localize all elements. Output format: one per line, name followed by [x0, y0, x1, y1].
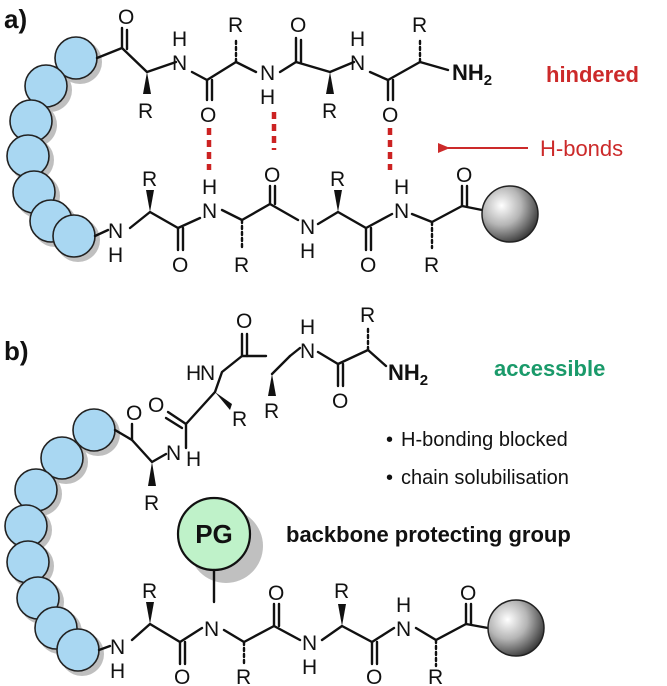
atom-o: O: [268, 582, 284, 605]
atom-n: N: [200, 362, 215, 385]
atom-o: O: [290, 14, 306, 37]
atom-r: R: [236, 666, 251, 686]
atom-r: R: [330, 168, 345, 191]
atom-r: R: [142, 168, 157, 191]
resin-bead: [56, 628, 100, 672]
top-strand-atoms: O H N R R O N H O R H N O R NH2: [118, 6, 492, 127]
atom-r: R: [138, 100, 153, 123]
atom-n: N: [350, 52, 365, 75]
atom-r: R: [424, 254, 439, 277]
solid-support-sphere-b: [487, 599, 545, 657]
atom-h: H: [202, 176, 217, 199]
atom-r: R: [412, 14, 427, 37]
atom-n: N: [300, 340, 315, 363]
atom-o: O: [382, 104, 398, 127]
atom-o: O: [236, 310, 252, 333]
pg-label: PG: [195, 519, 233, 549]
atom-o: O: [126, 402, 142, 425]
atom-r: R: [428, 666, 443, 686]
atom-h: H: [186, 448, 201, 471]
atom-n: N: [396, 618, 411, 641]
bottom-strand-bonds: [93, 184, 484, 252]
lower-strand-atoms: N H R O N R O N H R O H N R O: [110, 580, 476, 686]
resin-bead: [40, 436, 84, 480]
panel-b-label: b): [4, 336, 29, 366]
top-strand-bonds: [95, 26, 450, 102]
atom-n: N: [172, 52, 187, 75]
resin-bead-chain-a: [6, 36, 102, 262]
panel-a: a): [4, 4, 639, 277]
pg-caption: backbone protecting group: [286, 522, 571, 547]
resin-bead-chain-b: [4, 408, 120, 676]
atom-n: N: [202, 200, 217, 223]
feature-bullets: •H-bonding blocked •chain solubilisation: [386, 429, 569, 489]
upper-chain-atoms: O R N H O R H N O R H N O R NH2: [126, 304, 428, 515]
atom-h: H: [186, 362, 201, 385]
atom-h: H: [172, 28, 187, 51]
atom-n: N: [300, 216, 315, 239]
amine-nh2-a: NH2: [452, 60, 492, 89]
atom-r: R: [142, 580, 157, 603]
protecting-group: PG: [176, 496, 263, 604]
accessible-label: accessible: [494, 356, 605, 381]
atom-o: O: [332, 390, 348, 413]
panel-a-label: a): [4, 4, 27, 34]
upper-chain-bonds: [113, 324, 388, 486]
atom-h: H: [108, 244, 123, 267]
atom-h: H: [394, 176, 409, 199]
atom-r: R: [322, 100, 337, 123]
solid-support-sphere-a: [481, 185, 539, 243]
atom-n: N: [302, 632, 317, 655]
atom-r: R: [360, 304, 375, 327]
atom-o: O: [118, 6, 134, 29]
resin-bead: [14, 468, 58, 512]
resin-bead: [52, 214, 96, 258]
hindered-label: hindered: [546, 62, 639, 87]
h-bonds-label: H-bonds: [540, 136, 623, 161]
atom-o: O: [366, 666, 382, 686]
resin-bead: [6, 134, 50, 178]
atom-r: R: [228, 14, 243, 37]
beads-a: [6, 36, 98, 258]
resin-bead: [6, 540, 50, 584]
bullet-item: •H-bonding blocked: [386, 429, 568, 451]
atom-r: R: [234, 254, 249, 277]
atom-o: O: [264, 164, 280, 187]
amine-nh2-b: NH2: [388, 360, 428, 389]
atom-n: N: [394, 200, 409, 223]
atom-h: H: [300, 240, 315, 263]
atom-o: O: [360, 254, 376, 277]
atom-h: H: [110, 660, 125, 683]
lower-strand-bonds: [97, 602, 490, 668]
atom-h: H: [302, 656, 317, 679]
atom-h: H: [350, 28, 365, 51]
atom-o: O: [456, 164, 472, 187]
resin-bead: [72, 408, 116, 452]
atom-n: N: [166, 442, 181, 465]
panel-b: b): [4, 304, 605, 686]
atom-o: O: [174, 666, 190, 686]
atom-n: N: [204, 618, 219, 641]
atom-r: R: [232, 408, 247, 431]
bottom-strand-atoms: N H R O H N R O N H R O H N R O: [108, 164, 472, 277]
atom-h: H: [300, 316, 315, 339]
atom-n: N: [108, 220, 123, 243]
bullet-item: •chain solubilisation: [386, 467, 569, 489]
atom-n: N: [260, 62, 275, 85]
atom-n: N: [110, 636, 125, 659]
atom-o: O: [172, 254, 188, 277]
atom-r: R: [264, 400, 279, 423]
beads-b: [4, 408, 116, 672]
atom-r: R: [334, 580, 349, 603]
atom-o: O: [200, 104, 216, 127]
atom-h: H: [396, 594, 411, 617]
atom-r: R: [144, 492, 159, 515]
atom-o: O: [460, 582, 476, 605]
atom-o: O: [148, 394, 164, 417]
hydrogen-bonds: [206, 112, 393, 170]
atom-h: H: [260, 86, 275, 109]
